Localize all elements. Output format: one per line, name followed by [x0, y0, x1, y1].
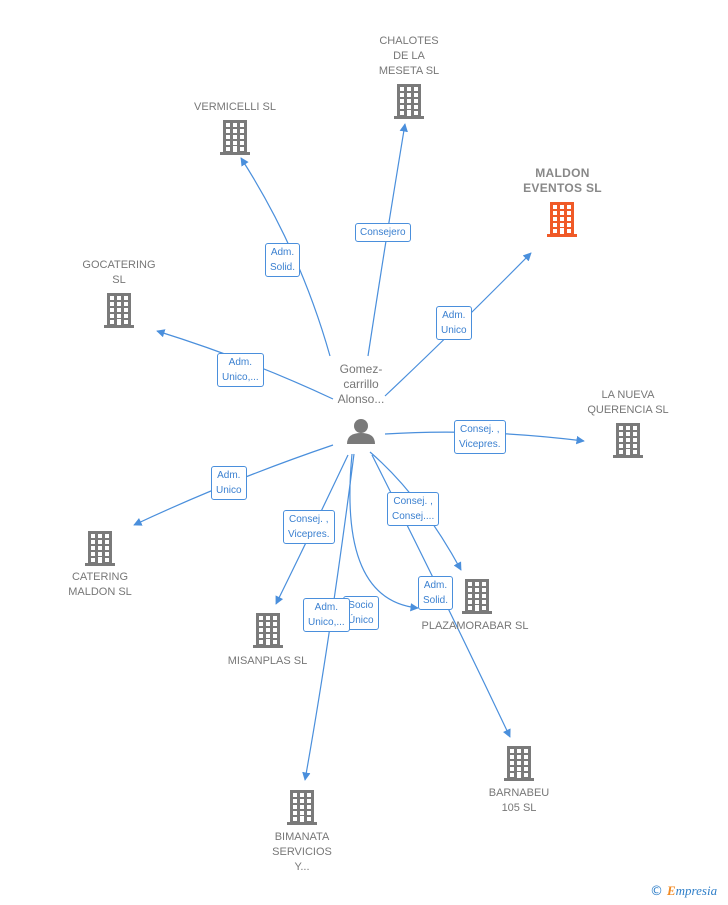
role-label-bimanata[interactable]: Adm. Unico,... [303, 598, 350, 632]
building-icon-la-nueva-querencia[interactable] [613, 423, 643, 458]
role-label-misanplas[interactable]: Consej. , Vicepres. [283, 510, 335, 544]
building-icon-maldon-eventos[interactable] [547, 202, 577, 237]
company-label-bimanata[interactable]: BIMANATA SERVICIOS Y... [272, 831, 332, 873]
role-label-maldon-eventos[interactable]: Adm. Unico [436, 306, 472, 340]
person-icon[interactable] [347, 419, 375, 444]
company-label-misanplas[interactable]: MISANPLAS SL [227, 655, 308, 667]
building-icon-misanplas[interactable] [253, 613, 283, 648]
empresia-logo: ©Empresia [650, 883, 718, 899]
company-label-catering-maldon[interactable]: CATERING MALDON SL [68, 571, 132, 598]
company-label-barnabeu[interactable]: BARNABEU 105 SL [488, 787, 550, 814]
building-icon-chalotes[interactable] [394, 84, 424, 119]
role-label-plazamorabar[interactable]: Consej. , Consej.... [387, 492, 440, 526]
role-label-catering-maldon[interactable]: Adm. Unico [211, 466, 247, 500]
company-label-gocatering[interactable]: GOCATERING SL [82, 259, 156, 286]
company-label-la-nueva-querencia[interactable]: LA NUEVA QUERENCIA SL [587, 389, 669, 416]
building-icon-bimanata[interactable] [287, 790, 317, 825]
building-icon-catering-maldon[interactable] [85, 531, 115, 566]
role-label-vermicelli[interactable]: Adm. Solid. [265, 243, 301, 277]
building-icon-barnabeu[interactable] [504, 746, 534, 781]
relation-edge-plazamorabar [349, 453, 419, 612]
company-label-plazamorabar[interactable]: PLAZAMORABAR SL [421, 620, 529, 632]
building-icon-plazamorabar[interactable] [462, 579, 492, 614]
building-icon-vermicelli[interactable] [220, 120, 250, 155]
person-name[interactable]: Gomez- carrillo Alonso... [337, 362, 385, 406]
role-label-chalotes[interactable]: Consejero [355, 223, 411, 242]
building-icon-gocatering[interactable] [104, 293, 134, 328]
company-label-chalotes[interactable]: CHALOTES DE LA MESETA SL [378, 35, 440, 77]
role-label-barnabeu[interactable]: Adm. Solid. [418, 576, 454, 610]
company-label-vermicelli[interactable]: VERMICELLI SL [194, 101, 276, 113]
role-label-gocatering[interactable]: Adm. Unico,... [217, 353, 264, 387]
relation-edge-chalotes [367, 123, 408, 357]
role-label-la-nueva-querencia[interactable]: Consej. , Vicepres. [454, 420, 506, 454]
company-label-maldon-eventos[interactable]: MALDON EVENTOS SL [523, 166, 602, 195]
